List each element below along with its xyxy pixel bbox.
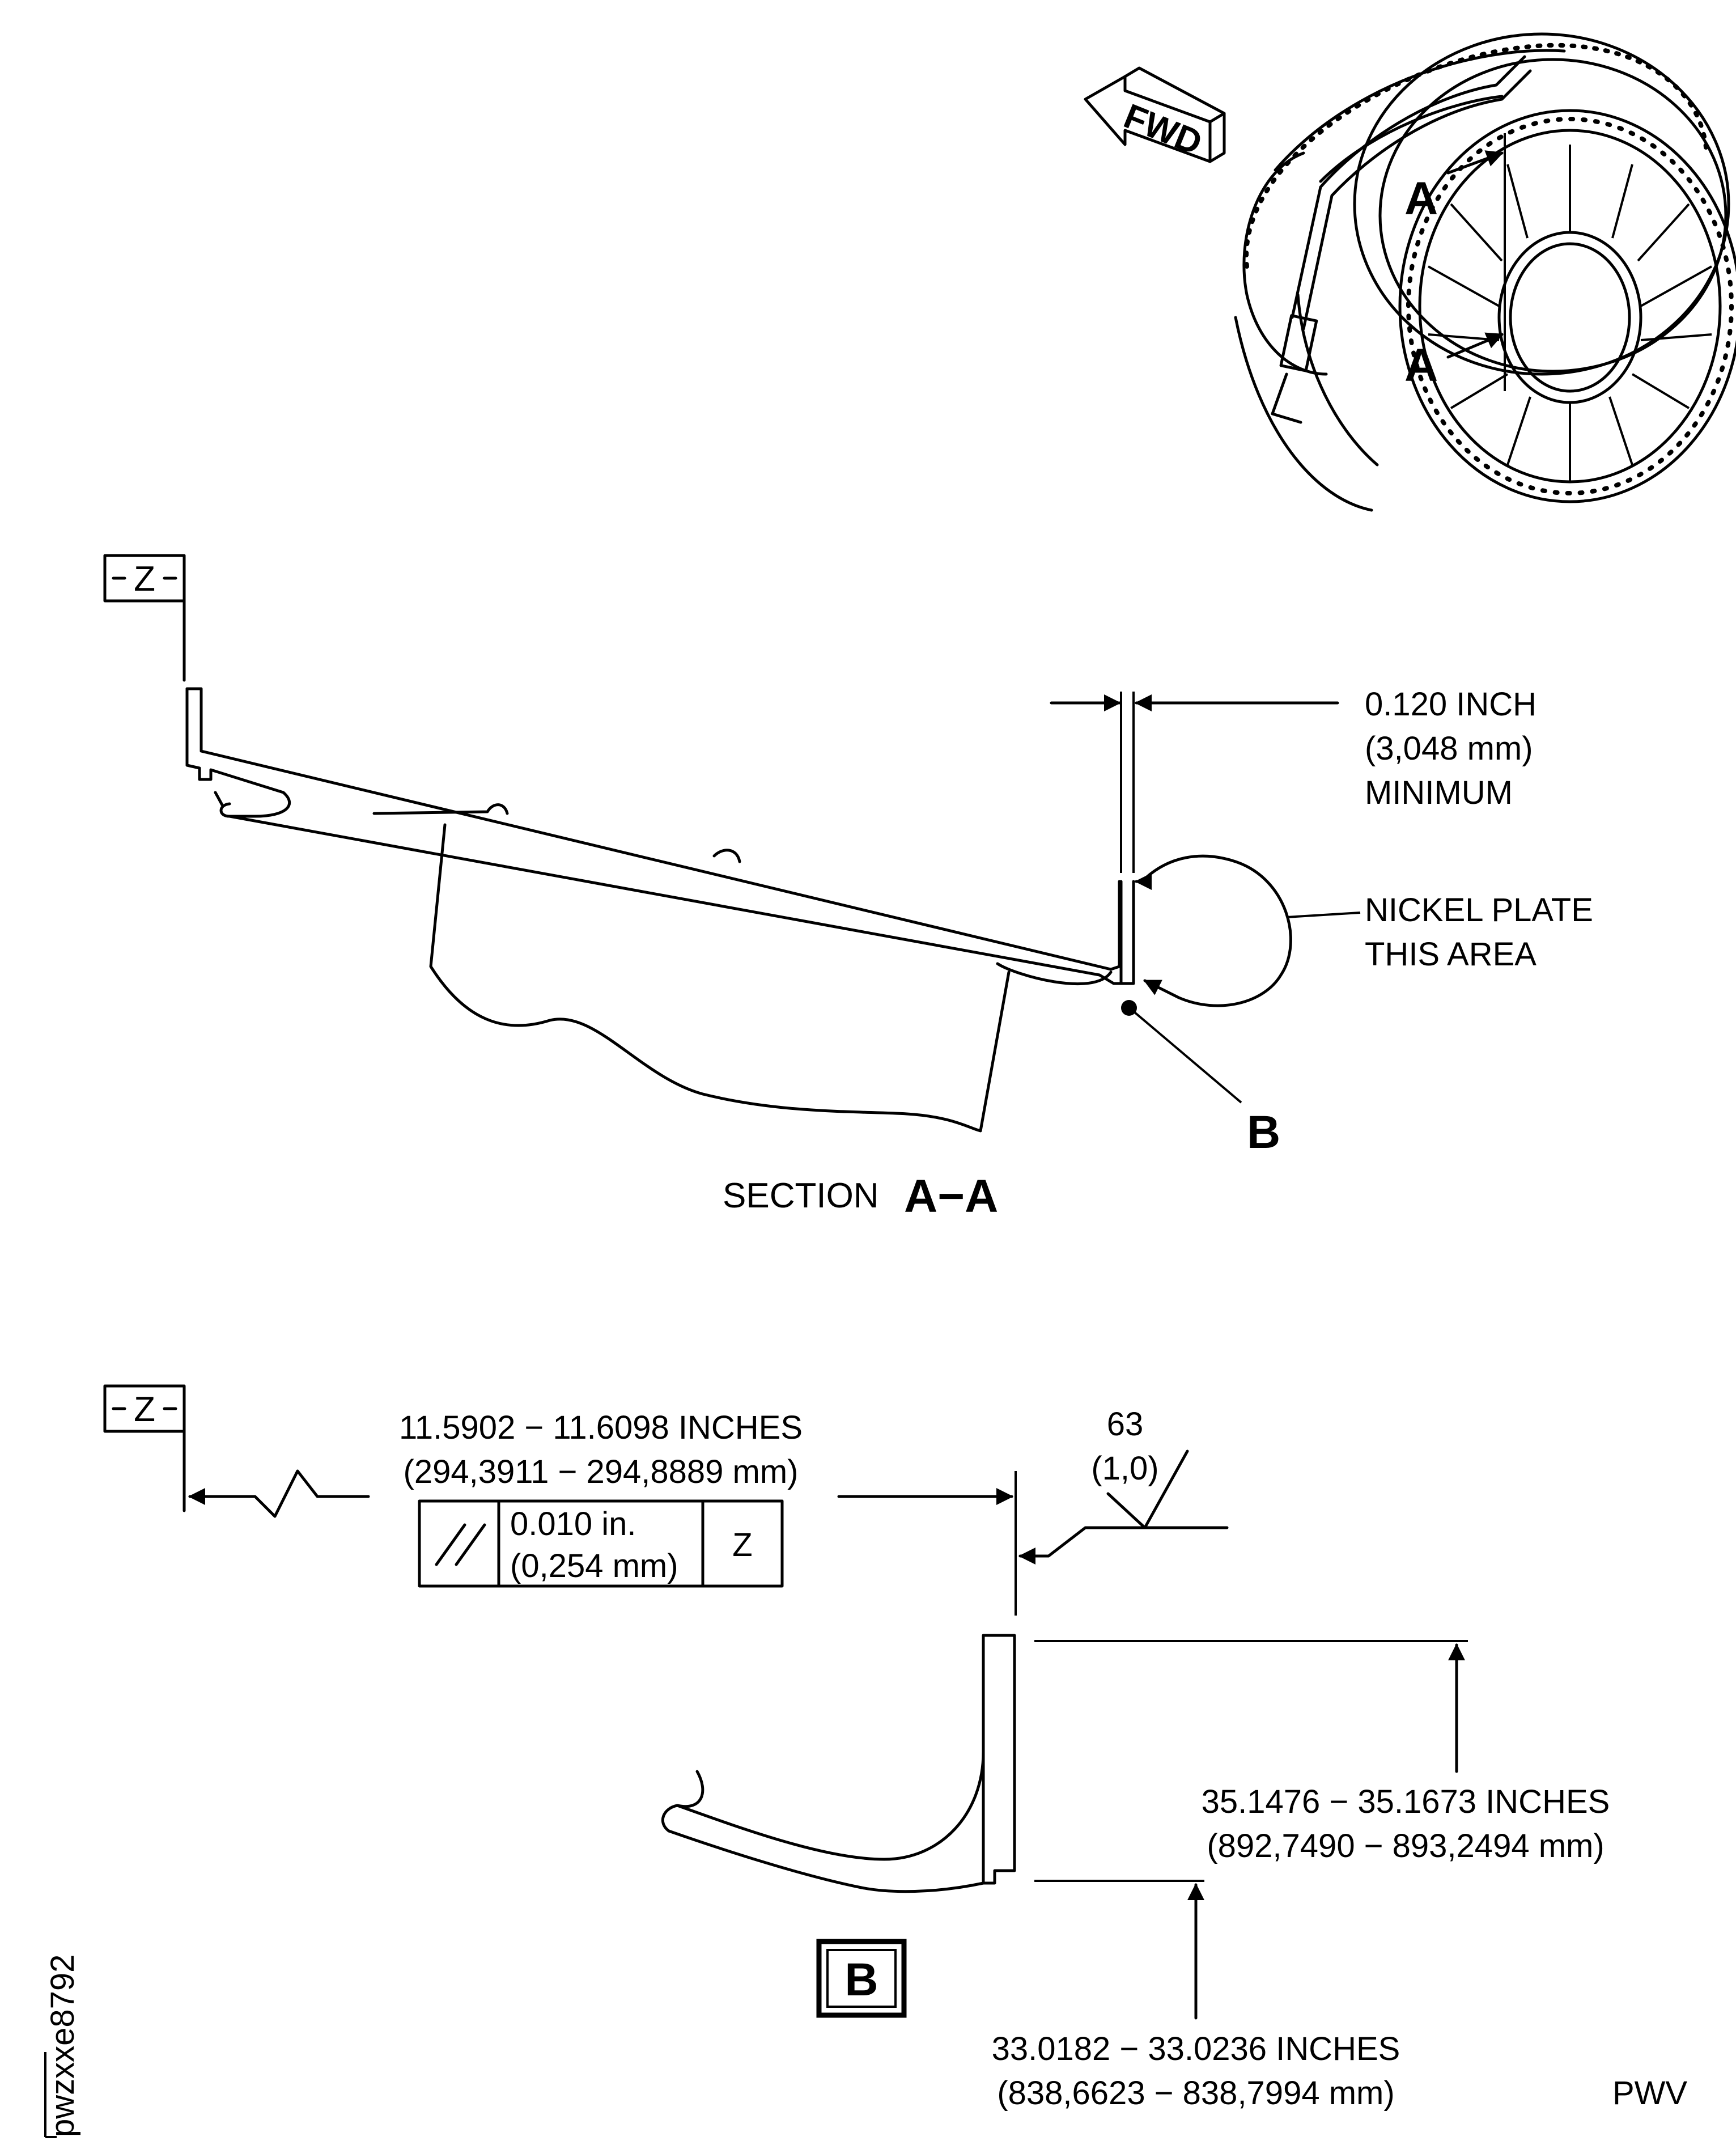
datum-z-label: Z — [134, 559, 155, 599]
length-dimension: 11.5902 − 11.6098 INCHES (294,3911 − 294… — [188, 1409, 1017, 1616]
inner-diameter-dimension: 33.0182 − 33.0236 INCHES (838,6623 − 838… — [992, 1880, 1400, 2112]
length-dim-mm: (294,3911 − 294,8889 mm) — [404, 1453, 799, 1490]
datum-z-box-detail: Z — [103, 1384, 186, 1512]
rear-case-outline — [1353, 32, 1730, 376]
outer-dia-mm: (892,7490 − 893,2494 mm) — [1207, 1828, 1604, 1864]
finish-value: 63 — [1107, 1406, 1144, 1443]
surface-finish-symbol: 63 (1,0) — [1018, 1406, 1229, 1565]
outer-diameter-dimension: 35.1476 − 35.1673 INCHES (892,7490 − 893… — [1034, 1640, 1610, 1864]
flange-profile — [661, 1634, 1016, 1893]
figure-id: pwzxxe8792 — [44, 1955, 81, 2138]
detail-b-label: B — [844, 1954, 878, 2006]
figure-id-text: pwzxxe8792 — [44, 1955, 81, 2137]
datum-z-label-detail: Z — [134, 1390, 155, 1429]
section-marker-a-bottom: A — [1404, 340, 1438, 391]
outer-dia-inches: 35.1476 − 35.1673 INCHES — [1202, 1783, 1610, 1820]
thickness-qualifier: MINIMUM — [1365, 774, 1513, 811]
nickel-plate-note-line2: THIS AREA — [1365, 936, 1536, 973]
length-dim-inches: 11.5902 − 11.6098 INCHES — [399, 1409, 803, 1446]
detail-b-callout: B — [1247, 1107, 1280, 1158]
thickness-value-metric: (3,048 mm) — [1365, 730, 1533, 767]
fcf-datum: Z — [732, 1527, 752, 1563]
section-caption-prefix: SECTION — [723, 1176, 879, 1215]
strut-ring — [1428, 145, 1712, 482]
fcf-tolerance-mm: (0,254 mm) — [510, 1548, 678, 1584]
parallelism-symbol-icon — [435, 1523, 466, 1566]
nickel-plate-note-line1: NICKEL PLATE — [1365, 892, 1593, 929]
thickness-dimension: 0.120 INCH (3,048 mm) MINIMUM — [1050, 686, 1536, 873]
parallelism-control-frame: 0.010 in. (0,254 mm) Z — [418, 1499, 784, 1588]
engine-case-isometric: FWD A A — [1084, 32, 1736, 512]
inner-dia-inches: 33.0182 − 33.0236 INCHES — [992, 2030, 1400, 2067]
nickel-plate-callout: NICKEL PLATE THIS AREA — [1135, 854, 1593, 1007]
front-flange — [1398, 109, 1736, 503]
fcf-tolerance-inches: 0.010 in. — [510, 1506, 636, 1542]
section-marker-a-top: A — [1404, 173, 1438, 224]
section-aa: Z 0.120 INCH (3,048 mm) MINIMUM — [103, 554, 1593, 1222]
detail-b: Z 11.5902 − 11.6098 INCHES (294,3911 − 2… — [103, 1384, 1610, 2112]
publisher-code: PWV — [1612, 2075, 1687, 2112]
datum-z-box: Z — [103, 554, 186, 682]
thickness-value: 0.120 INCH — [1365, 686, 1536, 723]
detail-b-label-box: B — [816, 1939, 907, 2018]
section-caption-id: A−A — [904, 1171, 998, 1222]
fwd-arrow-icon: FWD — [1084, 66, 1226, 163]
part-cross-section — [185, 687, 1135, 1133]
inner-dia-mm: (838,6623 − 838,7994 mm) — [997, 2075, 1394, 2112]
fwd-label: FWD — [1119, 96, 1208, 163]
finish-value-metric: (1,0) — [1091, 1450, 1158, 1487]
